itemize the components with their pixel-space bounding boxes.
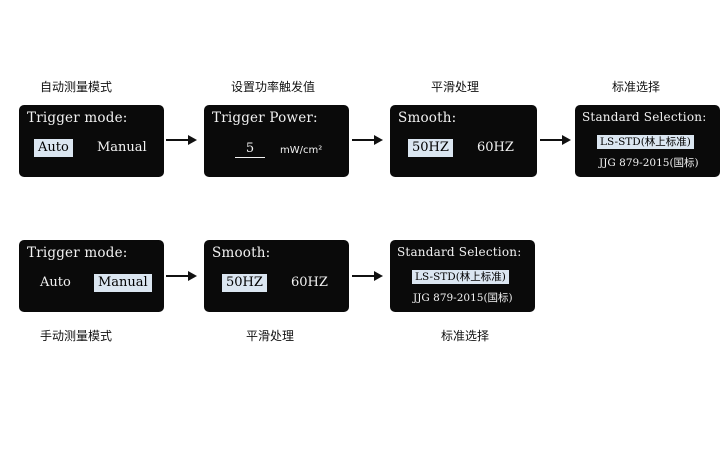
screen-trigger-power: Trigger Power: 5 mW/cm² [204,105,349,177]
caption-manual-mode: 手动测量模式 [40,329,113,343]
caption-standard: 标准选择 [612,80,661,94]
screen-title: Smooth: [398,110,457,126]
arrow-right-icon [166,271,197,281]
arrow-right-icon [352,271,383,281]
screen-trigger-mode-auto: Trigger mode: Auto Manual [19,105,164,177]
screen-title: Standard Selection: [582,110,707,124]
option-60hz[interactable]: 60HZ [291,275,328,290]
option-auto[interactable]: Auto [34,139,73,157]
arrow-right-icon [540,135,571,145]
screen-title: Standard Selection: [397,245,522,259]
option-50hz[interactable]: 50HZ [408,139,453,157]
screen-title: Trigger mode: [27,245,128,261]
power-value-field[interactable]: 5 [235,141,265,158]
screen-title: Trigger Power: [212,110,318,126]
power-unit-label: mW/cm² [280,145,323,156]
screen-trigger-mode-manual: Trigger mode: Auto Manual [19,240,164,312]
screen-title: Trigger mode: [27,110,128,126]
option-jjg[interactable]: JJG 879-2015(国标) [599,157,699,169]
screen-standard-selection: Standard Selection: LS-STD(林上标准) JJG 879… [575,105,720,177]
screen-title: Smooth: [212,245,271,261]
option-ls-std[interactable]: LS-STD(林上标准) [412,270,509,284]
option-auto[interactable]: Auto [40,275,71,290]
screen-standard-selection: Standard Selection: LS-STD(林上标准) JJG 879… [390,240,535,312]
option-manual[interactable]: Manual [97,140,147,155]
caption-smoothing: 平滑处理 [246,329,295,343]
arrow-right-icon [352,135,383,145]
caption-standard: 标准选择 [441,329,490,343]
caption-smoothing: 平滑处理 [431,80,480,94]
option-ls-std[interactable]: LS-STD(林上标准) [597,135,694,149]
screen-smooth: Smooth: 50HZ 60HZ [390,105,537,177]
option-50hz[interactable]: 50HZ [222,274,267,292]
option-jjg[interactable]: JJG 879-2015(国标) [413,292,513,304]
arrow-right-icon [166,135,197,145]
caption-auto-mode: 自动测量模式 [40,80,113,94]
caption-trigger-power: 设置功率触发值 [231,80,316,94]
option-manual[interactable]: Manual [94,274,152,292]
screen-smooth: Smooth: 50HZ 60HZ [204,240,349,312]
option-60hz[interactable]: 60HZ [477,140,514,155]
